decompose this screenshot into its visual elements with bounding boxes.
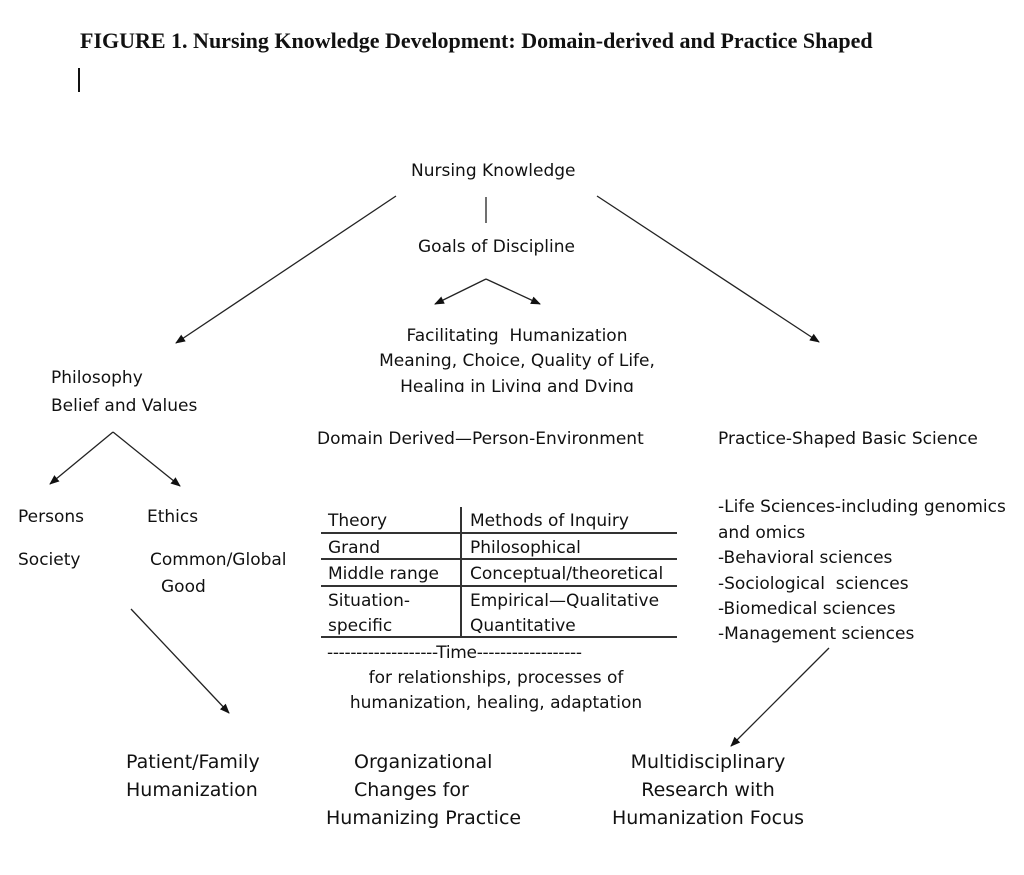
arrow-philosophy-persons [49, 431, 114, 485]
facilitating-line-2: Meaning, Choice, Quality of Life, [379, 351, 655, 371]
table-cell-grand: Grand [328, 538, 381, 558]
science-item: and omics [718, 523, 806, 543]
arrow-sciences-research [730, 647, 830, 747]
table-cell-quantitative: Quantitative [470, 616, 576, 636]
arrow-root-philosophy [175, 195, 397, 344]
table-cell-middle-range: Middle range [328, 564, 439, 584]
domain-derived-label: Domain Derived—Person-Environment [317, 429, 644, 449]
table-cell-specific: specific [328, 616, 393, 636]
goals-label: Goals of Discipline [418, 237, 575, 257]
arrow-philosophy-ethics [112, 431, 181, 487]
science-item: -Life Sciences-including genomics [718, 497, 1006, 517]
belief-values-label: Belief and Values [51, 396, 198, 416]
science-item: -Management sciences [718, 624, 915, 644]
time-line: -------------------Time-----------------… [327, 643, 582, 663]
outcome-research-line-3: Humanization Focus [611, 807, 805, 829]
table-cell-empirical: Empirical—Qualitative [470, 591, 660, 611]
facilitating-line-1: Facilitating Humanization [406, 326, 628, 346]
table-rule [321, 532, 677, 534]
table-cell-situation: Situation- [328, 591, 411, 611]
outcome-research-line-2: Research with [641, 779, 775, 801]
outcome-patient-line-2: Humanization [126, 779, 258, 801]
arrow-goals-left [434, 278, 487, 305]
arrow-goals-right [485, 278, 541, 305]
table-column-divider [460, 507, 462, 637]
outcome-org-line-3: Humanizing Practice [326, 807, 522, 829]
outcome-research-line-1: Multidisciplinary [630, 751, 786, 773]
good-label: Good [161, 577, 206, 597]
table-rule [321, 558, 677, 560]
time-desc-line-1: for relationships, processes of [368, 668, 624, 688]
society-label: Society [18, 550, 81, 570]
table-header-methods: Methods of Inquiry [470, 511, 629, 531]
table-cell-philosophical: Philosophical [470, 538, 581, 558]
text-cursor [78, 68, 80, 92]
outcome-org-line-2: Changes for [354, 779, 469, 801]
outcome-org-line-1: Organizational [354, 751, 493, 773]
arrow-root-practice [596, 195, 820, 343]
science-item: -Biomedical sciences [718, 599, 896, 619]
facilitating-line-3: Healing in Living and Dying [400, 377, 634, 392]
outcome-patient-line-1: Patient/Family [126, 751, 260, 773]
table-rule [321, 585, 677, 587]
table-rule [321, 636, 677, 638]
practice-shaped-label: Practice-Shaped Basic Science [718, 429, 978, 449]
persons-label: Persons [18, 507, 84, 527]
ethics-label: Ethics [147, 507, 199, 527]
time-desc-line-2: humanization, healing, adaptation [349, 693, 643, 713]
science-item: -Sociological sciences [718, 574, 909, 594]
philosophy-label: Philosophy [51, 368, 143, 388]
root-node-label: Nursing Knowledge [411, 161, 576, 181]
science-item: -Behavioral sciences [718, 548, 893, 568]
figure-title: FIGURE 1. Nursing Knowledge Development:… [80, 28, 873, 53]
table-header-theory: Theory [328, 511, 388, 531]
common-global-label: Common/Global [150, 550, 287, 570]
arrow-left-patient [130, 608, 230, 714]
table-cell-conceptual: Conceptual/theoretical [470, 564, 664, 584]
